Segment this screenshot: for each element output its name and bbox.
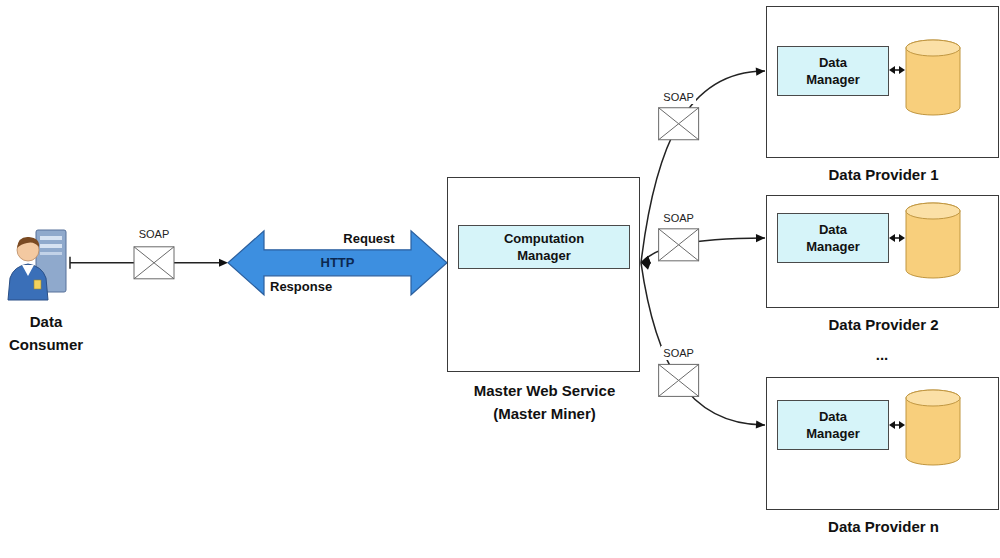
person-hair bbox=[17, 237, 39, 248]
soap-envelope bbox=[659, 364, 699, 396]
consumer-icon bbox=[8, 230, 66, 300]
provider-box: Data Provider nData Manager bbox=[766, 377, 999, 510]
box-label: Computation Manager bbox=[489, 230, 599, 264]
manager-box: Computation Manager bbox=[458, 225, 630, 269]
master-service-box: Master Web Service (Master Miner)Computa… bbox=[447, 177, 640, 372]
node-heading: Data Provider 2 bbox=[784, 313, 984, 336]
connector bbox=[641, 262, 765, 428]
consumer-node: Data Consumer bbox=[4, 222, 88, 302]
envelope-fold bbox=[134, 247, 174, 279]
box-label: Data Manager bbox=[793, 221, 873, 255]
envelope-fold bbox=[659, 364, 699, 396]
box-label: Data Manager bbox=[793, 408, 873, 442]
drive-slot bbox=[40, 236, 62, 240]
box-label: Data Manager bbox=[793, 54, 873, 88]
arrowhead bbox=[899, 66, 905, 74]
provider-box: Data Provider 2Data Manager bbox=[766, 195, 999, 308]
arrowhead bbox=[889, 66, 895, 74]
soap-envelope bbox=[659, 108, 699, 140]
soap-curve bbox=[641, 263, 765, 425]
database-cylinder bbox=[906, 390, 960, 465]
arrowhead bbox=[219, 259, 228, 267]
node-heading: Data Consumer bbox=[0, 310, 92, 356]
soap-envelope bbox=[659, 229, 699, 261]
soap-curve bbox=[641, 71, 765, 263]
node-heading: Master Web Service (Master Miner) bbox=[455, 379, 635, 425]
node-heading: Data Provider 1 bbox=[784, 163, 984, 186]
person-collar bbox=[22, 265, 34, 276]
soap-label: SOAP bbox=[132, 227, 176, 241]
person-badge bbox=[34, 280, 41, 289]
database-cylinders bbox=[906, 40, 960, 465]
response-label: Response bbox=[270, 279, 346, 295]
manager-box: Data Manager bbox=[777, 213, 889, 263]
person-body bbox=[8, 264, 48, 300]
provider-box: Data Provider 1Data Manager bbox=[766, 6, 999, 158]
arrowhead bbox=[899, 421, 905, 429]
connector bbox=[641, 68, 765, 264]
database-cylinder bbox=[906, 40, 960, 115]
arrowhead bbox=[756, 68, 765, 76]
edge-label: SOAP bbox=[661, 346, 696, 360]
http-double-arrow bbox=[228, 231, 447, 295]
database-top bbox=[906, 40, 960, 56]
manager-box: Data Manager bbox=[777, 46, 889, 96]
database-cylinder bbox=[906, 203, 960, 278]
arrowhead bbox=[756, 234, 765, 242]
envelope-fold bbox=[659, 229, 699, 261]
node-heading: Data Provider n bbox=[784, 515, 984, 538]
arrowhead bbox=[756, 420, 765, 428]
soap-envelope bbox=[134, 247, 174, 279]
manager-box: Data Manager bbox=[777, 400, 889, 450]
connector bbox=[70, 231, 447, 295]
connector bbox=[641, 229, 765, 264]
arrowhead bbox=[889, 421, 895, 429]
database-top bbox=[906, 390, 960, 406]
ellipsis-label: ... bbox=[862, 346, 902, 364]
db-access-arrows bbox=[889, 66, 905, 429]
request-label: Request bbox=[334, 231, 404, 247]
drive-slot bbox=[40, 244, 62, 248]
edge-label: SOAP bbox=[661, 90, 696, 104]
database-top bbox=[906, 203, 960, 219]
envelope-fold bbox=[659, 108, 699, 140]
edge-label: HTTP bbox=[321, 255, 355, 271]
arrowhead bbox=[641, 262, 651, 270]
arrowhead bbox=[889, 234, 895, 242]
arrowhead bbox=[899, 234, 905, 242]
edge-label: SOAP bbox=[661, 211, 696, 225]
drive-slot bbox=[40, 252, 62, 255]
